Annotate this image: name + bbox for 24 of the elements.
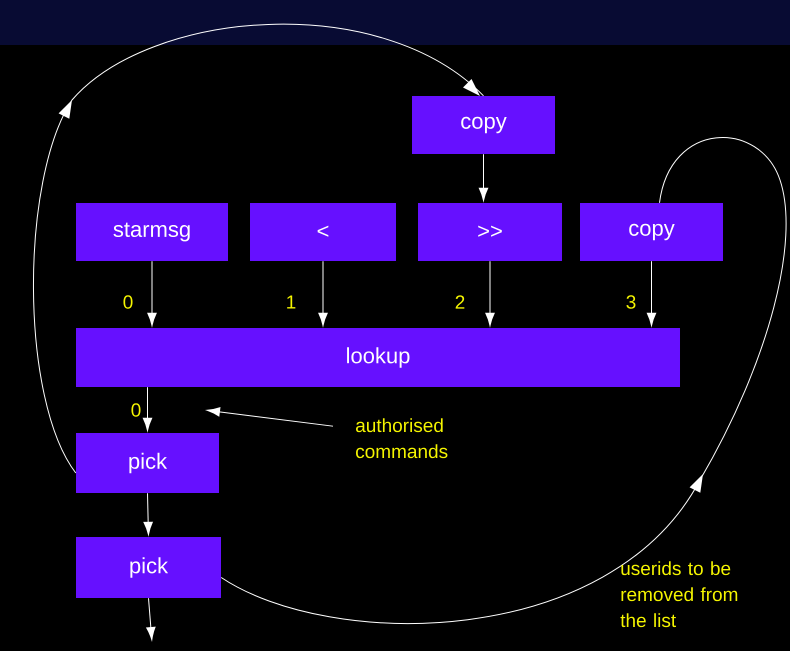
arrow (147, 260, 157, 326)
arrow (146, 598, 156, 640)
process-box: pick (76, 537, 221, 598)
note-text: userids to be removed from the list (620, 561, 738, 628)
edge-label: 2 (454, 294, 466, 310)
process-box: >> (418, 203, 562, 261)
process-box: pick (76, 433, 219, 493)
process-box: < (250, 203, 396, 261)
note-text: authorised commands (356, 418, 448, 458)
edge-label: 0 (122, 294, 134, 310)
arrow (646, 260, 656, 326)
arrow (485, 260, 495, 326)
process-box: copy (412, 96, 555, 154)
arrow (478, 154, 488, 201)
arrow (318, 260, 328, 326)
arrow (144, 492, 153, 535)
edge-label: 3 (624, 294, 638, 310)
process-box: starmsg (76, 203, 228, 261)
edge-label: 1 (284, 294, 298, 310)
edge-label: 0 (130, 402, 142, 418)
process-box: lookup (76, 328, 680, 387)
arrow (142, 386, 152, 431)
leader-line (206, 407, 334, 427)
process-box: copy (580, 203, 723, 261)
